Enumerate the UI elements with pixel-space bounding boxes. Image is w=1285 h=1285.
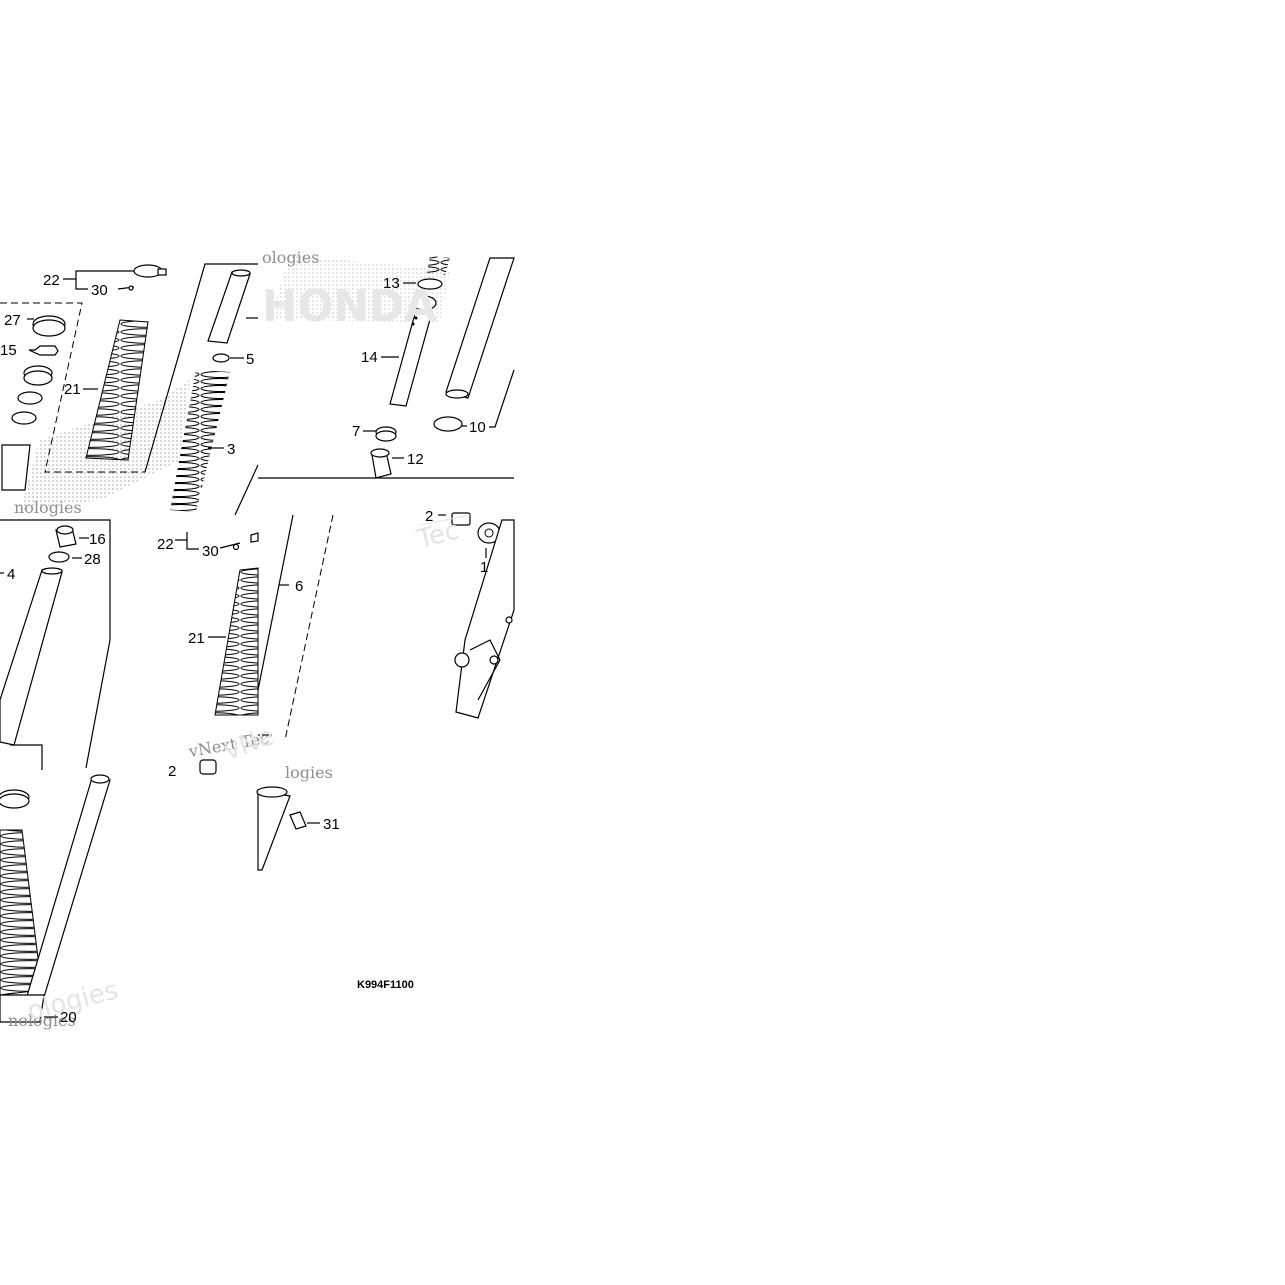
part-label-20: 20 [60,1009,77,1026]
panel-d [175,514,334,775]
part-label-2: 2 [168,763,176,780]
inner-tube [445,257,515,399]
part-label-4: 4 [7,566,15,583]
part-label-31: 31 [323,816,340,833]
part-label-2: 2 [425,508,433,525]
damper-rod [389,295,437,407]
part-label-14: 14 [361,349,378,366]
part-label-15: 15 [0,342,17,359]
watermark-text: logies [285,763,333,782]
part-label-13: 13 [383,275,400,292]
part-label-30: 30 [202,543,219,560]
part-label-5: 5 [246,351,254,368]
part-label-30: 30 [91,282,108,299]
panel-a [0,263,259,516]
watermark-text: Tec [413,516,462,555]
diagram-code: K994F1100 [357,979,414,991]
part-label-6: 6 [295,578,303,595]
part-label-21: 21 [188,630,205,647]
part-label-7: 7 [352,423,360,440]
panel-g [256,786,320,871]
panel-b [258,255,515,479]
honda-logo-watermark: HONDA [262,281,437,332]
part-label-28: 28 [84,551,101,568]
watermark-text: ologies [262,248,319,267]
fork-tube [207,269,251,344]
part-label-16: 16 [89,531,106,548]
panel-c [0,519,111,770]
panel-f [0,774,111,1023]
part-label-21: 21 [64,381,81,398]
hose-clamp [117,264,167,291]
part-label-3: 3 [227,441,235,458]
fork-slider [454,519,515,719]
watermark-text: nologies [8,1011,76,1030]
part-label-1: 1 [480,559,488,576]
watermark-text: vNe [220,721,278,767]
watermark-text: nologies [14,498,82,517]
part-label-22: 22 [157,536,174,553]
panel-e [419,512,515,719]
part-label-22: 22 [43,272,60,289]
part-label-12: 12 [407,451,424,468]
dust-boot [85,319,149,461]
part-label-27: 27 [4,312,21,329]
part-label-10: 10 [469,419,486,436]
